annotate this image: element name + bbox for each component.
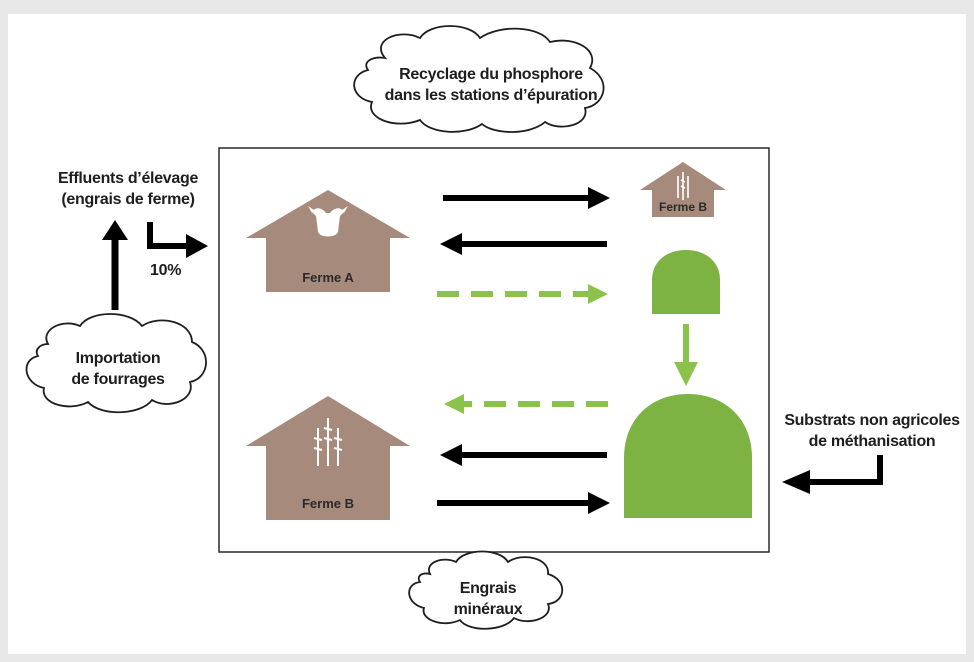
arrowhead [440, 444, 462, 466]
substrats-label: Substrats non agricoles de méthanisation [774, 410, 970, 452]
biogas-digester-icon [652, 250, 720, 314]
substrats-label-line2: de méthanisation [808, 433, 936, 450]
farm-b-small-label: Ferme B [658, 200, 708, 214]
cloud-label-phosphore-line1: Recyclage du phosphore [399, 66, 583, 83]
cloud-label-fourrages-line2: de fourrages [71, 371, 165, 388]
effluents-label: Effluents d’élevage (engrais de ferme) [38, 168, 218, 210]
cloud-label-phosphore-line2: dans les stations d’épuration [384, 87, 598, 104]
effluents-label-line2: (engrais de ferme) [61, 191, 195, 208]
arrowhead [440, 233, 462, 255]
arrowhead [588, 492, 610, 514]
elbow-arrow-icon [147, 222, 190, 249]
substrats-label-line1: Substrats non agricoles [784, 412, 960, 429]
header-strip [0, 0, 974, 14]
cloud-label-engrais-line2: minéraux [453, 601, 523, 618]
cloud-label-fourrages-line1: Importation [75, 350, 161, 367]
effluents-label-line1: Effluents d’élevage [57, 170, 199, 187]
arrowhead [588, 187, 610, 209]
arrowhead [186, 234, 208, 258]
cloud-label-phosphore: Recyclage du phosphore dans les stations… [380, 64, 602, 106]
wheat-icon [677, 172, 689, 200]
cloud-label-fourrages: Importation de fourrages [48, 348, 188, 390]
arrowhead [782, 470, 810, 494]
cloud-icon [25, 313, 207, 414]
cloud-label-engrais-line1: Engrais [459, 580, 517, 597]
farm-b-large-label: Ferme B [301, 496, 355, 511]
farm-a-label: Ferme A [302, 270, 354, 285]
arrowhead [674, 362, 698, 386]
arrowhead [444, 394, 464, 414]
cloud-label-engrais: Engrais minéraux [430, 578, 546, 620]
arrowhead [588, 284, 608, 304]
elbow-arrow-icon [806, 455, 883, 485]
biogas-digester-icon [624, 394, 752, 518]
wheat-icon [313, 418, 343, 466]
house-icon [246, 190, 410, 292]
percent-label: 10% [150, 262, 182, 279]
cloud-icon [408, 550, 564, 630]
arrowhead [102, 220, 128, 240]
cloud-icon [353, 25, 605, 133]
cow-icon [308, 206, 348, 237]
